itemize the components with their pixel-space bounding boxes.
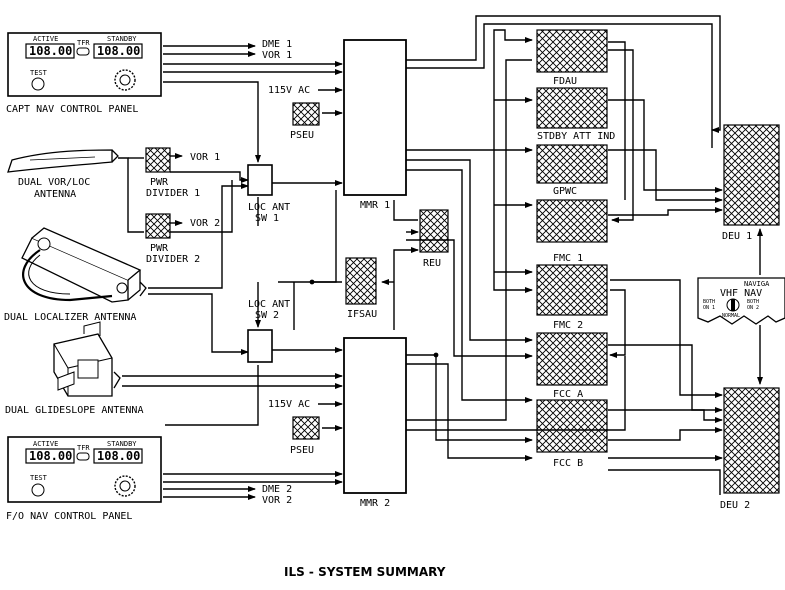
fo-nav-control-panel: ACTIVE STANDBY 108.00 TFR 108.00 TEST F/… xyxy=(6,436,162,522)
deu-2-box xyxy=(723,387,780,494)
mmr-1-label: MMR 1 xyxy=(360,200,390,211)
pwr-divider-2-label-2: DIVIDER 2 xyxy=(146,254,200,265)
vor-loc-antenna-label-1: DUAL VOR/LOC xyxy=(18,177,90,188)
fo-standby-display xyxy=(93,448,143,464)
ifsau-label: IFSAU xyxy=(347,309,377,320)
capt-nav-control-panel: ACTIVE STANDBY 108.00 TFR 108.00 TEST CA… xyxy=(6,32,162,115)
ifsau-box xyxy=(345,257,377,305)
mmr-2-box xyxy=(343,337,407,494)
vor-1-pwr-label: VOR 1 xyxy=(190,152,220,163)
deu-1-label: DEU 1 xyxy=(722,231,752,242)
vhf-nav-left-opt-2: ON 1 xyxy=(703,305,715,311)
dme-1-label: DME 1 xyxy=(262,39,292,50)
fmc-1-box xyxy=(536,199,608,243)
vor-loc-antenna: DUAL VOR/LOC ANTENNA xyxy=(7,149,119,200)
vor-loc-antenna-label-2: ANTENNA xyxy=(34,189,76,200)
wiring xyxy=(118,15,763,500)
capt-standby-freq: 108.00 xyxy=(97,44,140,58)
fmc-2-label: FMC 2 xyxy=(553,320,583,331)
loc-ant-sw-1-label-2: SW 1 xyxy=(255,213,279,224)
fdau-box xyxy=(536,29,608,73)
fo-standby-label: STANDBY xyxy=(107,440,137,448)
pwr-divider-2-label-1: PWR xyxy=(150,243,169,254)
fcc-b-box xyxy=(536,399,608,453)
capt-test-label: TEST xyxy=(30,69,48,77)
mmr-2-label: MMR 2 xyxy=(360,498,390,509)
deu-1-box xyxy=(723,124,780,226)
fo-active-display xyxy=(25,448,75,464)
stdby-att-ind-box xyxy=(536,87,608,129)
fo-standby-freq: 108.00 xyxy=(97,449,140,463)
pseu-2-box xyxy=(292,416,320,440)
vhf-nav-left-opt-1: BOTH xyxy=(703,299,715,305)
loc-ant-sw-2-box xyxy=(247,329,273,363)
pseu-1-label: PSEU xyxy=(290,130,314,141)
loc-ant-sw-2-label-2: SW 2 xyxy=(255,310,279,321)
vor-2-label: VOR 2 xyxy=(262,495,292,506)
dme-2-label: DME 2 xyxy=(262,484,292,495)
pwr-divider-1-label-1: PWR xyxy=(150,177,169,188)
mmr-1-box xyxy=(343,39,407,196)
power-115v-2: 115V AC xyxy=(268,399,310,410)
vhf-nav-label: VHF NAV xyxy=(720,288,762,299)
fmc-2-box xyxy=(536,264,608,316)
gpwc-box xyxy=(536,144,608,184)
fo-active-freq: 108.00 xyxy=(29,449,72,463)
localizer-antenna: DUAL LOCALIZER ANTENNA xyxy=(4,227,147,323)
capt-active-display xyxy=(25,43,75,59)
fdau-label: FDAU xyxy=(553,76,577,87)
capt-active-freq: 108.00 xyxy=(29,44,72,58)
pseu-1-box xyxy=(292,102,320,126)
fcc-b-label: FCC B xyxy=(553,458,583,469)
vhf-nav-right-opt-2: ON 2 xyxy=(747,305,759,311)
loc-ant-sw-1-box xyxy=(247,164,273,196)
pseu-2-label: PSEU xyxy=(290,445,314,456)
fmc-1-label: FMC 1 xyxy=(553,253,583,264)
capt-test-button[interactable] xyxy=(31,77,45,91)
vhf-nav-header: NAVIGA xyxy=(744,280,770,288)
fo-test-label: TEST xyxy=(30,474,48,482)
reu-label: REU xyxy=(423,258,441,269)
vhf-nav-right-opt-1: BOTH xyxy=(747,299,759,305)
fcc-a-label: FCC A xyxy=(553,389,583,400)
fcc-a-box xyxy=(536,332,608,386)
glideslope-antenna-label: DUAL GLIDESLOPE ANTENNA xyxy=(5,405,143,416)
vhf-nav-select-panel: NAVIGA VHF NAV BOTH ON 1 BOTH ON 2 NORMA… xyxy=(697,277,785,325)
vhf-nav-normal: NORMAL xyxy=(722,313,740,319)
loc-ant-sw-1-label-1: LOC ANT xyxy=(248,202,290,213)
gpwc-label: GPWC xyxy=(553,186,577,197)
capt-tfr-button[interactable] xyxy=(76,47,90,56)
fo-tfr-label: TFR xyxy=(77,444,90,452)
vor-1-label: VOR 1 xyxy=(262,50,292,61)
diagram-title: ILS - SYSTEM SUMMARY xyxy=(284,565,446,579)
deu-2-label: DEU 2 xyxy=(720,500,750,511)
fo-test-button[interactable] xyxy=(31,483,45,497)
capt-standby-label: STANDBY xyxy=(107,35,137,43)
pwr-divider-1-label-2: DIVIDER 1 xyxy=(146,188,200,199)
pwr-divider-1-box xyxy=(145,147,171,173)
fo-active-label: ACTIVE xyxy=(33,440,58,448)
power-115v-1: 115V AC xyxy=(268,85,310,96)
fo-panel-name: F/O NAV CONTROL PANEL xyxy=(6,511,132,522)
glideslope-antenna: DUAL GLIDESLOPE ANTENNA xyxy=(5,321,143,416)
capt-active-label: ACTIVE xyxy=(33,35,58,43)
fo-tfr-button[interactable] xyxy=(76,452,90,461)
vor-2-pwr-label: VOR 2 xyxy=(190,218,220,229)
localizer-antenna-label: DUAL LOCALIZER ANTENNA xyxy=(4,312,136,323)
capt-panel-name: CAPT NAV CONTROL PANEL xyxy=(6,104,138,115)
loc-ant-sw-2-label-1: LOC ANT xyxy=(248,299,290,310)
pwr-divider-2-box xyxy=(145,213,171,239)
capt-tfr-label: TFR xyxy=(77,39,90,47)
stdby-att-ind-label: STDBY ATT IND xyxy=(537,131,615,142)
reu-box xyxy=(419,209,449,253)
capt-standby-display xyxy=(93,43,143,59)
